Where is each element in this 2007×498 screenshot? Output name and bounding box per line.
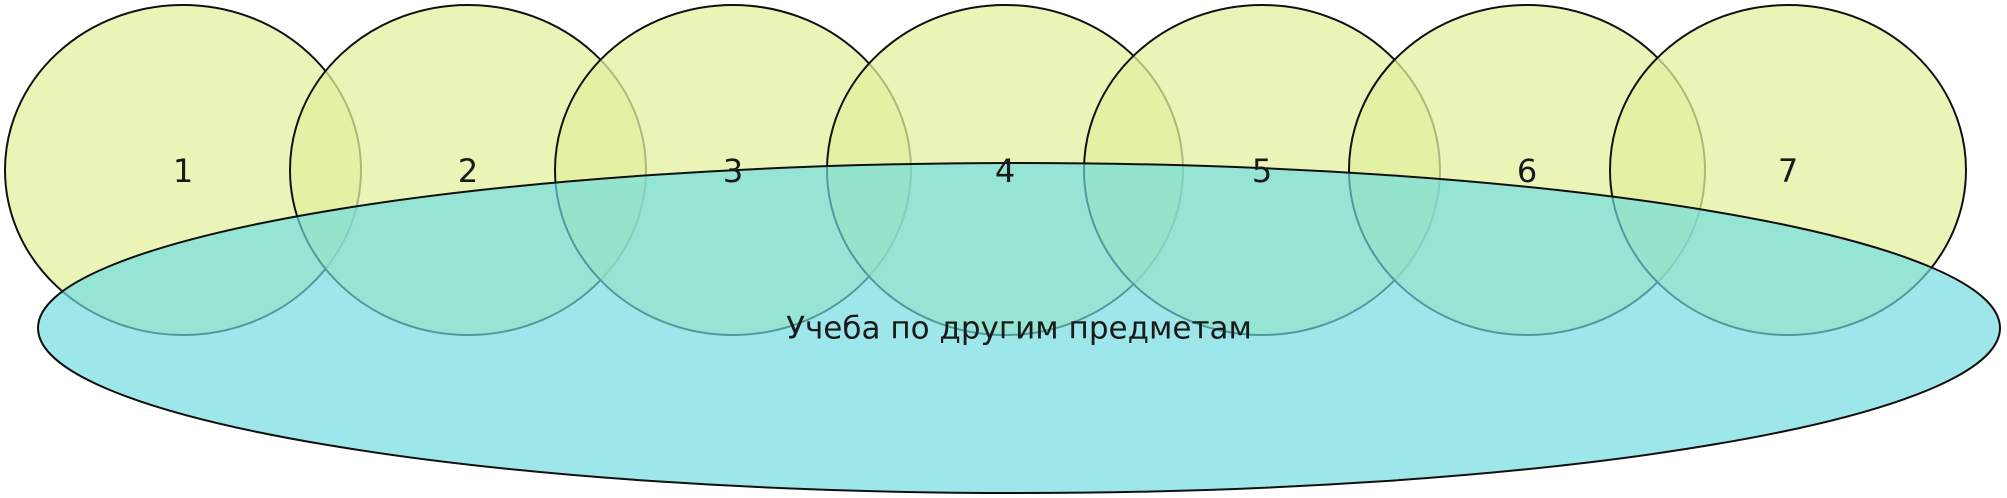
circle-label-4: 4 xyxy=(995,152,1015,190)
circle-label-1: 1 xyxy=(173,152,193,190)
base-label: Учеба по другим предметам xyxy=(786,311,1252,347)
circle-label-6: 6 xyxy=(1517,152,1537,190)
base-ellipse xyxy=(37,162,2001,494)
circle-label-2: 2 xyxy=(458,152,478,190)
circle-label-5: 5 xyxy=(1252,152,1272,190)
circle-label-7: 7 xyxy=(1778,152,1798,190)
labels-layer: 1 2 3 4 5 6 7 Учеба по другим предметам xyxy=(173,152,1798,347)
circle-label-3: 3 xyxy=(723,152,743,190)
